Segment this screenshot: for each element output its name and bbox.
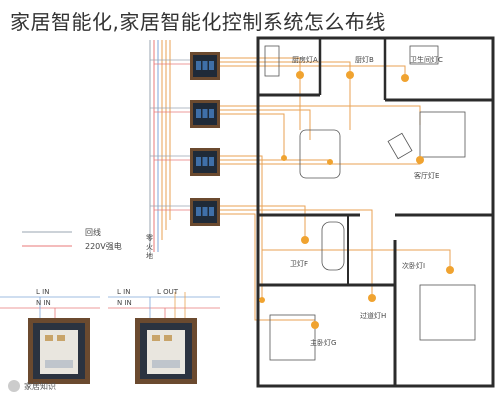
switch-panel-4 xyxy=(190,198,220,226)
switch-panel-2 xyxy=(190,100,220,128)
vertical-label-0: 零 xyxy=(146,234,153,242)
room-label-r8: 次卧灯I xyxy=(402,261,425,270)
room-r2: 厨灯B xyxy=(346,55,374,79)
lamp-extra-3 xyxy=(259,297,265,303)
switch-feeders xyxy=(150,59,190,211)
vertical-label-1: 火 xyxy=(146,243,153,251)
vertical-label-2: 地 xyxy=(146,251,153,260)
bottom-wires xyxy=(0,292,220,318)
room-r1: 厨房灯A xyxy=(292,55,318,79)
furniture xyxy=(264,45,476,361)
lamp-r3 xyxy=(401,74,409,82)
lamp-r2 xyxy=(346,71,354,79)
lamp-extra-2 xyxy=(327,159,333,165)
room-r7: 主卧灯G xyxy=(310,321,336,347)
room-label-r1: 厨房灯A xyxy=(292,55,318,64)
room-label-r6: 过道灯H xyxy=(360,311,386,320)
switch-panel-3 xyxy=(190,148,220,176)
module-m2-label-1: L OUT xyxy=(157,288,179,296)
room-r4: 客厅灯E xyxy=(414,156,439,180)
switch-panel-1 xyxy=(190,52,220,80)
legend-neutral-label: 回线 xyxy=(85,227,101,237)
lamp-extra-1 xyxy=(281,155,287,161)
lamp-r1 xyxy=(296,71,304,79)
watermark-text: 家居知识 xyxy=(24,381,56,391)
legend-power-label: 220V强电 xyxy=(85,241,122,251)
lamp-r4 xyxy=(416,156,424,164)
legend: 回线 220V强电 零 火 地 xyxy=(22,227,153,260)
module-m2-label-2: N IN xyxy=(117,299,132,307)
room-r5: 卫灯F xyxy=(290,236,309,268)
floor-plan xyxy=(256,36,495,388)
room-label-r3: 卫生间灯C xyxy=(410,55,443,64)
lamp-r6 xyxy=(368,294,376,302)
lamp-r8 xyxy=(446,266,454,274)
module-m2: L IN L OUT N IN xyxy=(117,288,197,384)
vertical-bus-wires xyxy=(149,40,171,252)
lamp-r7 xyxy=(311,321,319,329)
lamp-r5 xyxy=(301,236,309,244)
room-label-r5: 卫灯F xyxy=(290,259,308,268)
module-m1-label-0: L IN xyxy=(36,288,49,296)
room-r3: 卫生间灯C xyxy=(401,55,443,82)
control-wires xyxy=(220,57,451,321)
module-m1-label-1: N IN xyxy=(36,299,51,307)
room-label-r2: 厨灯B xyxy=(355,55,374,64)
module-m1: L IN N IN xyxy=(28,288,90,384)
room-r6: 过道灯H xyxy=(360,294,386,320)
watermark: 家居知识 xyxy=(8,380,56,392)
page-title: 家居智能化,家居智能化控制系统怎么布线 xyxy=(10,10,386,34)
room-r8: 次卧灯I xyxy=(402,261,454,274)
room-label-r4: 客厅灯E xyxy=(414,171,439,180)
module-m2-label-0: L IN xyxy=(117,288,130,296)
room-label-r7: 主卧灯G xyxy=(310,338,336,347)
